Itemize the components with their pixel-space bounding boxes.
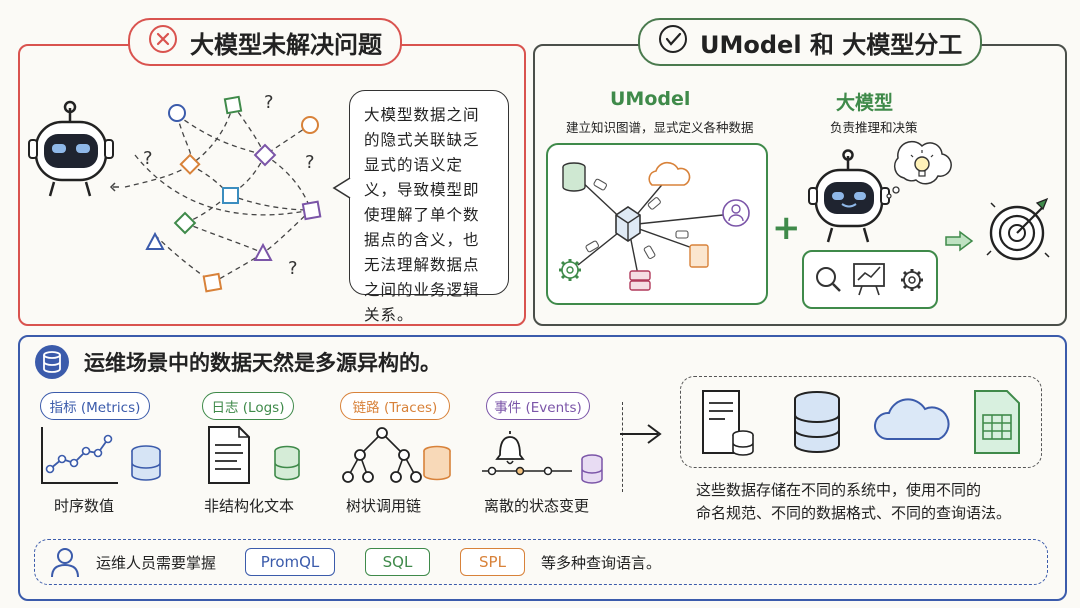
- robot-thinking-icon: [808, 149, 898, 249]
- unsolved-problems-title-text: 大模型未解决问题: [190, 30, 382, 59]
- events-tag: 事件 (Events): [486, 392, 590, 420]
- person-icon: [48, 545, 82, 583]
- question-mark: ?: [288, 258, 298, 279]
- magnifier-icon: [816, 267, 841, 292]
- dashed-divider: [622, 402, 623, 492]
- knowledge-graph-box: [546, 143, 768, 305]
- robot-icon: [28, 100, 118, 204]
- arrow-right-icon: [618, 422, 664, 450]
- logs-tag: 日志 (Logs): [202, 392, 294, 420]
- traces-caption: 树状调用链: [346, 497, 422, 515]
- cube-icon: [615, 206, 641, 242]
- metrics-caption: 时序数值: [54, 497, 115, 515]
- storage-note-line1: 这些数据存储在不同的系统中，使用不同的: [696, 481, 982, 499]
- line-chart-icon: [38, 425, 168, 491]
- llm-title: 大模型: [836, 92, 894, 114]
- unsolved-problems-title: 大模型未解决问题: [128, 18, 402, 66]
- events-caption: 离散的状态变更: [484, 497, 590, 515]
- chart-board-icon: [853, 263, 885, 296]
- lightbulb-thought-icon: [886, 138, 956, 202]
- database-icon: [131, 445, 161, 481]
- ops-prefix: 运维人员需要掌握: [96, 554, 217, 572]
- problem-description-text: 大模型数据之间的隐式关联缺乏显式的语义定义，导致模型即使理解了单个数据点的含义，…: [364, 106, 480, 324]
- check-circle-icon: [658, 24, 688, 60]
- heterogeneous-data-title: 运维场景中的数据天然是多源异构的。: [84, 351, 441, 375]
- question-mark: ?: [305, 152, 315, 173]
- target-icon: [985, 195, 1055, 269]
- gear-icon: [901, 269, 923, 291]
- tree-trace-icon: [340, 425, 460, 491]
- traces-tag: 链路 (Traces): [340, 392, 450, 420]
- x-circle-icon: [148, 24, 178, 60]
- question-mark: ?: [264, 92, 274, 113]
- database-icon: [562, 162, 586, 192]
- database-icon: [423, 445, 451, 481]
- database-icon: [274, 445, 300, 481]
- database-icon: [34, 344, 70, 384]
- gear-icon: [559, 259, 581, 281]
- promql-pill: PromQL: [245, 548, 335, 576]
- llm-description: 负责推理和决策: [830, 120, 918, 135]
- reasoning-tools-box: [802, 250, 938, 309]
- chaotic-data-network: [109, 95, 345, 299]
- ops-query-bar: [34, 539, 1048, 585]
- division-of-labor-title: UModel 和 大模型分工: [638, 18, 983, 66]
- problem-description-bubble: 大模型数据之间的隐式关联缺乏显式的语义定义，导致模型即使理解了单个数据点的含义，…: [349, 90, 509, 324]
- document-database-icon: [702, 390, 754, 456]
- heterogeneous-data-panel: [18, 335, 1067, 601]
- plus-sign: +: [772, 208, 801, 248]
- database-icon: [794, 391, 840, 453]
- database-icon: [581, 454, 603, 484]
- storage-note-line2: 命名规范、不同的数据格式、不同的查询语法。: [696, 504, 1012, 522]
- bubble-tail: [332, 177, 351, 199]
- spl-pill: SPL: [460, 548, 525, 576]
- log-document-icon: [205, 425, 305, 491]
- umodel-title: UModel: [610, 88, 691, 110]
- spreadsheet-icon: [974, 390, 1020, 454]
- storage-systems-box: [680, 376, 1042, 468]
- arrow-right-icon: [944, 230, 974, 256]
- server-icon: [629, 270, 651, 291]
- question-mark: ?: [143, 148, 153, 169]
- ops-suffix: 等多种查询语言。: [541, 554, 662, 572]
- umodel-description: 建立知识图谱，显式定义各种数据: [566, 120, 754, 135]
- bell-event-icon: [478, 425, 608, 491]
- metrics-tag: 指标 (Metrics): [40, 392, 150, 420]
- cloud-icon: [648, 161, 691, 186]
- logs-caption: 非结构化文本: [204, 497, 295, 515]
- sql-pill: SQL: [365, 548, 430, 576]
- document-icon: [689, 244, 709, 268]
- user-icon: [722, 199, 750, 227]
- cloud-icon: [874, 398, 950, 440]
- division-of-labor-title-text: UModel 和 大模型分工: [700, 30, 963, 59]
